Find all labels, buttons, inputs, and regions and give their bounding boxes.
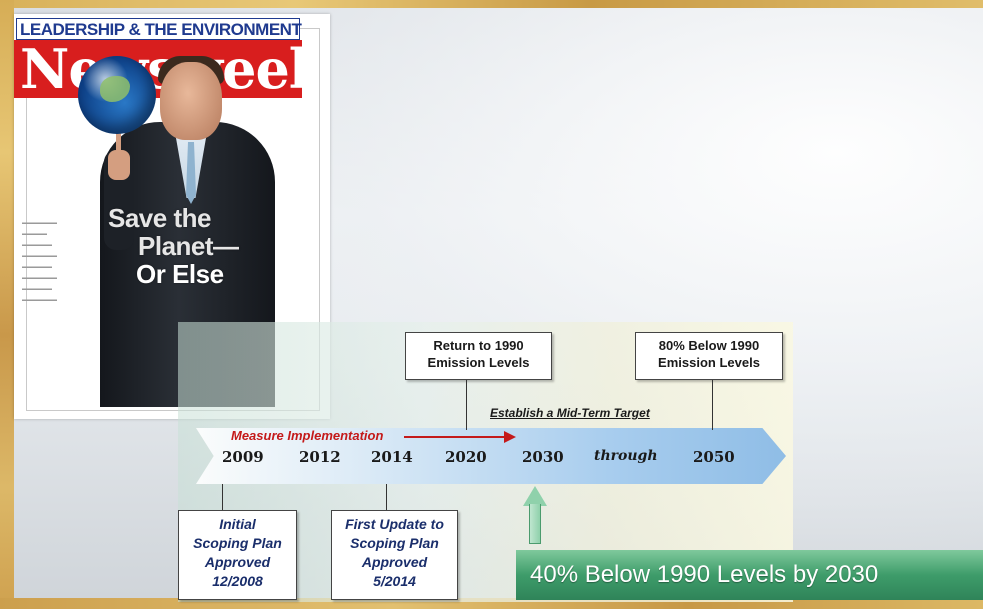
cover-tagline: LEADERSHIP & THE ENVIRONMENT xyxy=(16,18,302,40)
connector-2014 xyxy=(386,484,387,512)
measure-arrow-line xyxy=(404,436,506,438)
year-2014: 2014 xyxy=(371,448,413,466)
arrow-up-icon xyxy=(523,486,547,506)
box-return-1990: Return to 1990 Emission Levels xyxy=(405,332,552,380)
box-first-update-line3: Approved xyxy=(361,554,428,570)
parchment-border-bottom xyxy=(0,598,983,609)
cover-small-print: ▬▬▬▬▬▬▬▬▬▬▬▬▬▬▬▬▬▬▬▬▬▬▬▬▬▬▬▬▬▬▬▬▬▬▬▬▬▬▬▬… xyxy=(22,220,57,303)
headline-line-1: Save the xyxy=(108,203,211,233)
connector-2050 xyxy=(712,380,713,430)
headline-line-3: Or Else xyxy=(136,259,224,289)
figure-head xyxy=(160,62,222,140)
box-initial-line4: 12/2008 xyxy=(212,573,263,589)
parchment-border-left xyxy=(0,0,14,609)
box-return-1990-line2: Emission Levels xyxy=(427,355,530,370)
box-first-update: First Update to Scoping Plan Approved 5/… xyxy=(331,510,458,600)
box-initial-scoping-plan: Initial Scoping Plan Approved 12/2008 xyxy=(178,510,297,600)
headline-line-2: Planet— xyxy=(138,231,239,261)
box-first-update-line2: Scoping Plan xyxy=(350,535,439,551)
box-return-1990-line1: Return to 1990 xyxy=(433,338,524,353)
figure-hand xyxy=(108,150,130,180)
year-2012: 2012 xyxy=(299,448,341,466)
cover-headline: Save the Planet— Or Else xyxy=(108,204,308,288)
box-80-below-line1: 80% Below 1990 xyxy=(658,338,760,353)
arrow-up-shaft xyxy=(529,504,541,544)
box-initial-line2: Scoping Plan xyxy=(193,535,282,551)
measure-implementation-label: Measure Implementation xyxy=(231,428,384,443)
box-80-below-1990: 80% Below 1990 Emission Levels xyxy=(635,332,783,380)
connector-2020 xyxy=(466,380,467,430)
box-initial-line3: Approved xyxy=(204,554,271,570)
box-first-update-line4: 5/2014 xyxy=(373,573,416,589)
parchment-border-top xyxy=(0,0,983,8)
box-80-below-line2: Emission Levels xyxy=(658,355,760,370)
target-2030-banner: 40% Below 1990 Levels by 2030 xyxy=(516,550,983,600)
through-label: through xyxy=(594,448,658,464)
box-first-update-line1: First Update to xyxy=(345,516,444,532)
year-2020: 2020 xyxy=(445,448,487,466)
year-2050: 2050 xyxy=(693,448,735,466)
cover-masthead: Newsweek xyxy=(14,40,302,98)
arrow-right-icon xyxy=(504,431,516,443)
connector-2009 xyxy=(222,484,223,512)
year-2030: 2030 xyxy=(522,448,564,466)
figure-tie xyxy=(186,142,196,204)
box-initial-line1: Initial xyxy=(219,516,256,532)
year-2009: 2009 xyxy=(222,448,264,466)
midterm-target-label: Establish a Mid-Term Target xyxy=(490,406,650,420)
